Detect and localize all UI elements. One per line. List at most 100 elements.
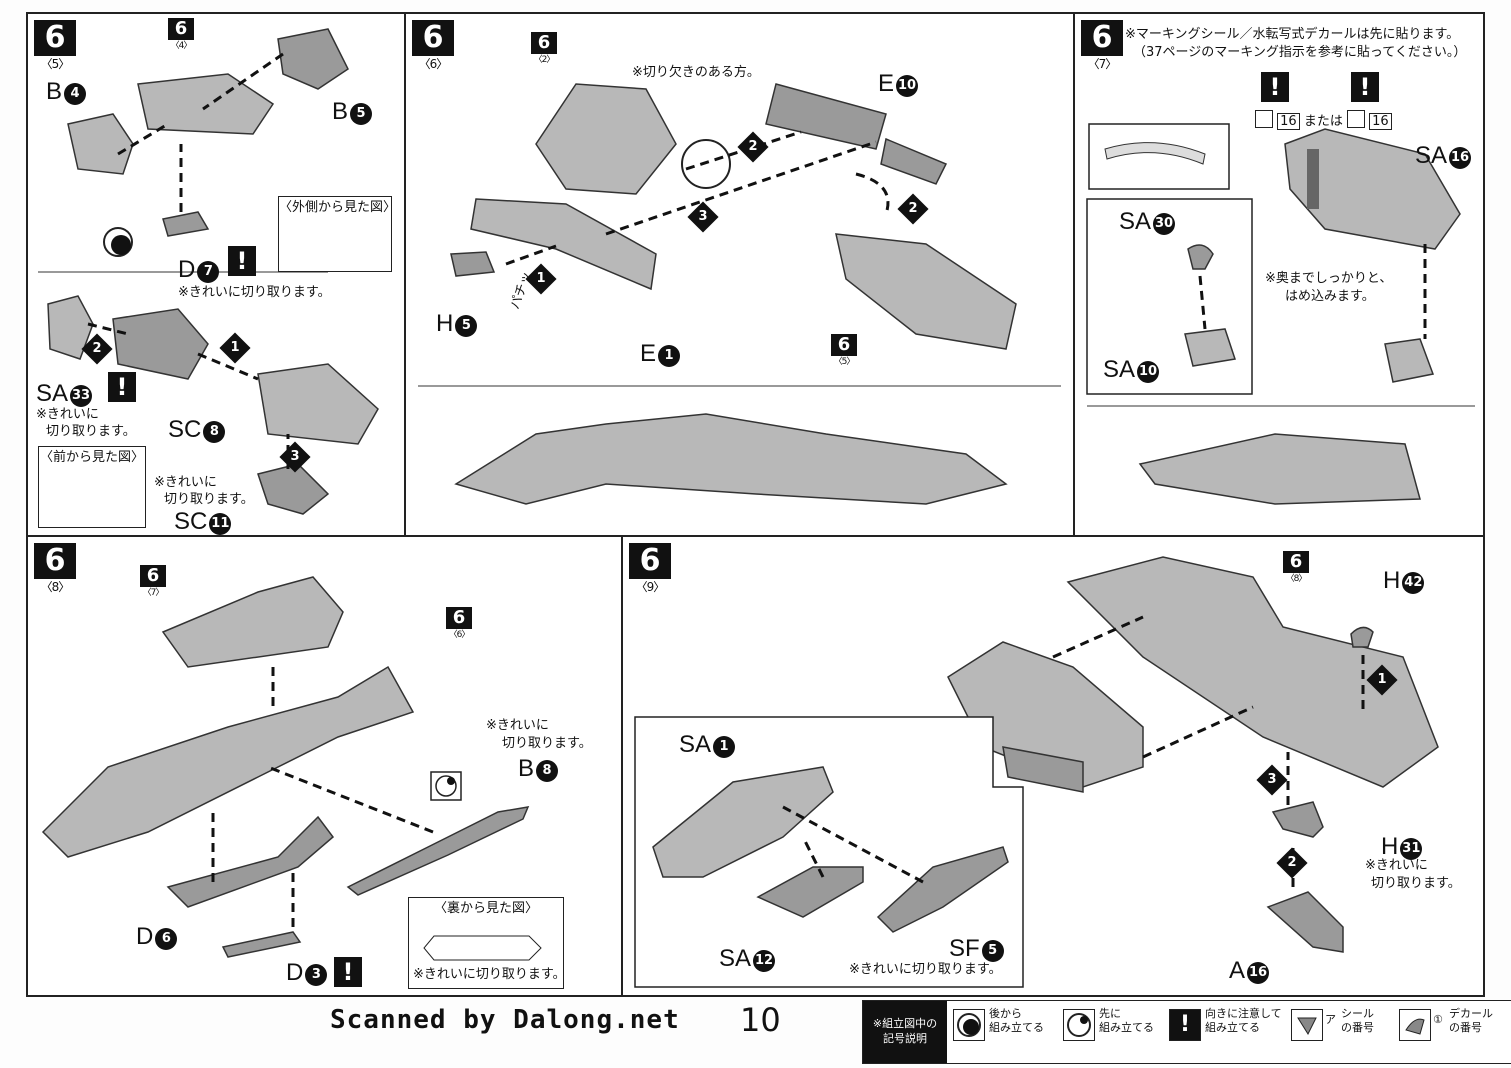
decal-icon bbox=[1399, 1009, 1431, 1041]
a16-part bbox=[1266, 891, 1344, 953]
caution-icon: ! bbox=[334, 957, 362, 987]
step-marker-1: 1 bbox=[525, 263, 557, 295]
ref-badge-6-8: 6 〈8〉 bbox=[1283, 551, 1309, 585]
caution-icon: ! bbox=[108, 372, 136, 402]
d7-part bbox=[162, 211, 210, 237]
step-marker-3: 3 bbox=[1256, 764, 1288, 796]
assembly-drawing bbox=[38, 28, 379, 515]
sa10-part bbox=[1184, 328, 1236, 367]
step-sub: 〈5〉 bbox=[40, 57, 71, 71]
caution-icon: ! bbox=[1169, 1009, 1201, 1041]
step-badge: 6 〈8〉 bbox=[34, 543, 76, 595]
step-number: 6 bbox=[34, 20, 76, 56]
legend-build-first: 先に組み立てる bbox=[1099, 1007, 1154, 1034]
main-booster bbox=[1066, 556, 1439, 788]
step-marker-1: 1 bbox=[1366, 664, 1398, 696]
note-d7: ※きれいに切り取ります。 bbox=[178, 285, 331, 300]
page-number: 10 bbox=[740, 1001, 781, 1039]
step-marker-3: 3 bbox=[687, 201, 719, 233]
sa30-part bbox=[1187, 244, 1214, 270]
ref-badge-6-7: 6 〈7〉 bbox=[140, 565, 166, 599]
decal-icon bbox=[1346, 110, 1365, 128]
b4-part bbox=[67, 113, 134, 175]
step-badge: 6 〈7〉 bbox=[1081, 20, 1123, 72]
step-badge: 6 〈6〉 bbox=[412, 20, 454, 72]
b8-part bbox=[346, 806, 530, 896]
d6-part bbox=[166, 815, 335, 908]
sa16-part bbox=[1284, 128, 1461, 250]
legend-title: ※組立図中の 記号説明 bbox=[863, 1001, 947, 1063]
booster-assembly bbox=[41, 665, 415, 858]
legend-sticker: ア シールの番号 bbox=[1325, 1007, 1374, 1034]
ref-badge-6-2: 6 〈2〉 bbox=[531, 32, 557, 66]
assembled-booster bbox=[454, 413, 1008, 505]
b5-part bbox=[277, 28, 349, 90]
assembly-drawing bbox=[418, 83, 1061, 505]
fuselage-part bbox=[137, 73, 275, 135]
scanned-credit: Scanned by Dalong.net bbox=[330, 1005, 680, 1035]
assembly-drawing bbox=[634, 556, 1439, 988]
build-later-icon bbox=[953, 1009, 985, 1041]
sa33-part bbox=[47, 295, 94, 360]
note-notch: ※切り欠きのある方。 bbox=[632, 65, 760, 80]
view-front-box: 〈前から見た図〉 bbox=[38, 446, 146, 528]
sticker-ref: 16 または 16 bbox=[1255, 110, 1392, 130]
sa12-part bbox=[756, 866, 864, 918]
assembled-pod bbox=[1138, 433, 1421, 505]
legend-build-later: 後から組み立てる bbox=[989, 1007, 1044, 1034]
step-marker-2: 2 bbox=[737, 131, 769, 163]
step-badge: 6 〈5〉 bbox=[34, 20, 76, 72]
engine-part bbox=[835, 233, 1017, 350]
caution-icon: ! bbox=[228, 246, 256, 276]
step-badge: 6 〈9〉 bbox=[629, 543, 671, 595]
legend-decal: ① デカールの番号 bbox=[1433, 1007, 1493, 1034]
view-back-box: 〈裏から見た図〉 ※きれいに切り取ります。 bbox=[408, 897, 566, 989]
pod-part bbox=[161, 576, 344, 668]
sticker-icon bbox=[1255, 110, 1273, 128]
step-marker-2: 2 bbox=[1276, 847, 1308, 879]
receiver-part bbox=[257, 363, 379, 445]
ref-badge-6-4: 6 〈4〉 bbox=[168, 18, 194, 52]
build-first-icon bbox=[1063, 1009, 1095, 1041]
assembly-drawing bbox=[41, 576, 530, 958]
sf5-part bbox=[876, 846, 1009, 933]
step-panel-6-7: 6 〈7〉 ※マーキングシール／水転写式デカールは先に貼ります。 （37ページの… bbox=[1073, 12, 1485, 537]
sc8-part bbox=[112, 308, 209, 380]
step-marker-2b: 2 bbox=[897, 193, 929, 225]
step-marker-3: 3 bbox=[279, 441, 311, 473]
e1-part bbox=[470, 198, 657, 291]
view-outside-box: 〈外側から見た図〉 bbox=[278, 196, 396, 272]
h5-part bbox=[450, 251, 496, 277]
h31-part bbox=[1271, 801, 1324, 838]
e10-part bbox=[765, 83, 887, 150]
h42-part bbox=[1350, 626, 1374, 648]
sa1-part bbox=[652, 766, 834, 878]
step-marker-2: 2 bbox=[81, 333, 113, 365]
caution-icon: ! bbox=[1261, 72, 1289, 102]
symbol-legend: ※組立図中の 記号説明 後から組み立てる 先に組み立てる ! 向きに注意して組み… bbox=[862, 1000, 1511, 1064]
assembly-drawing bbox=[1086, 123, 1475, 505]
